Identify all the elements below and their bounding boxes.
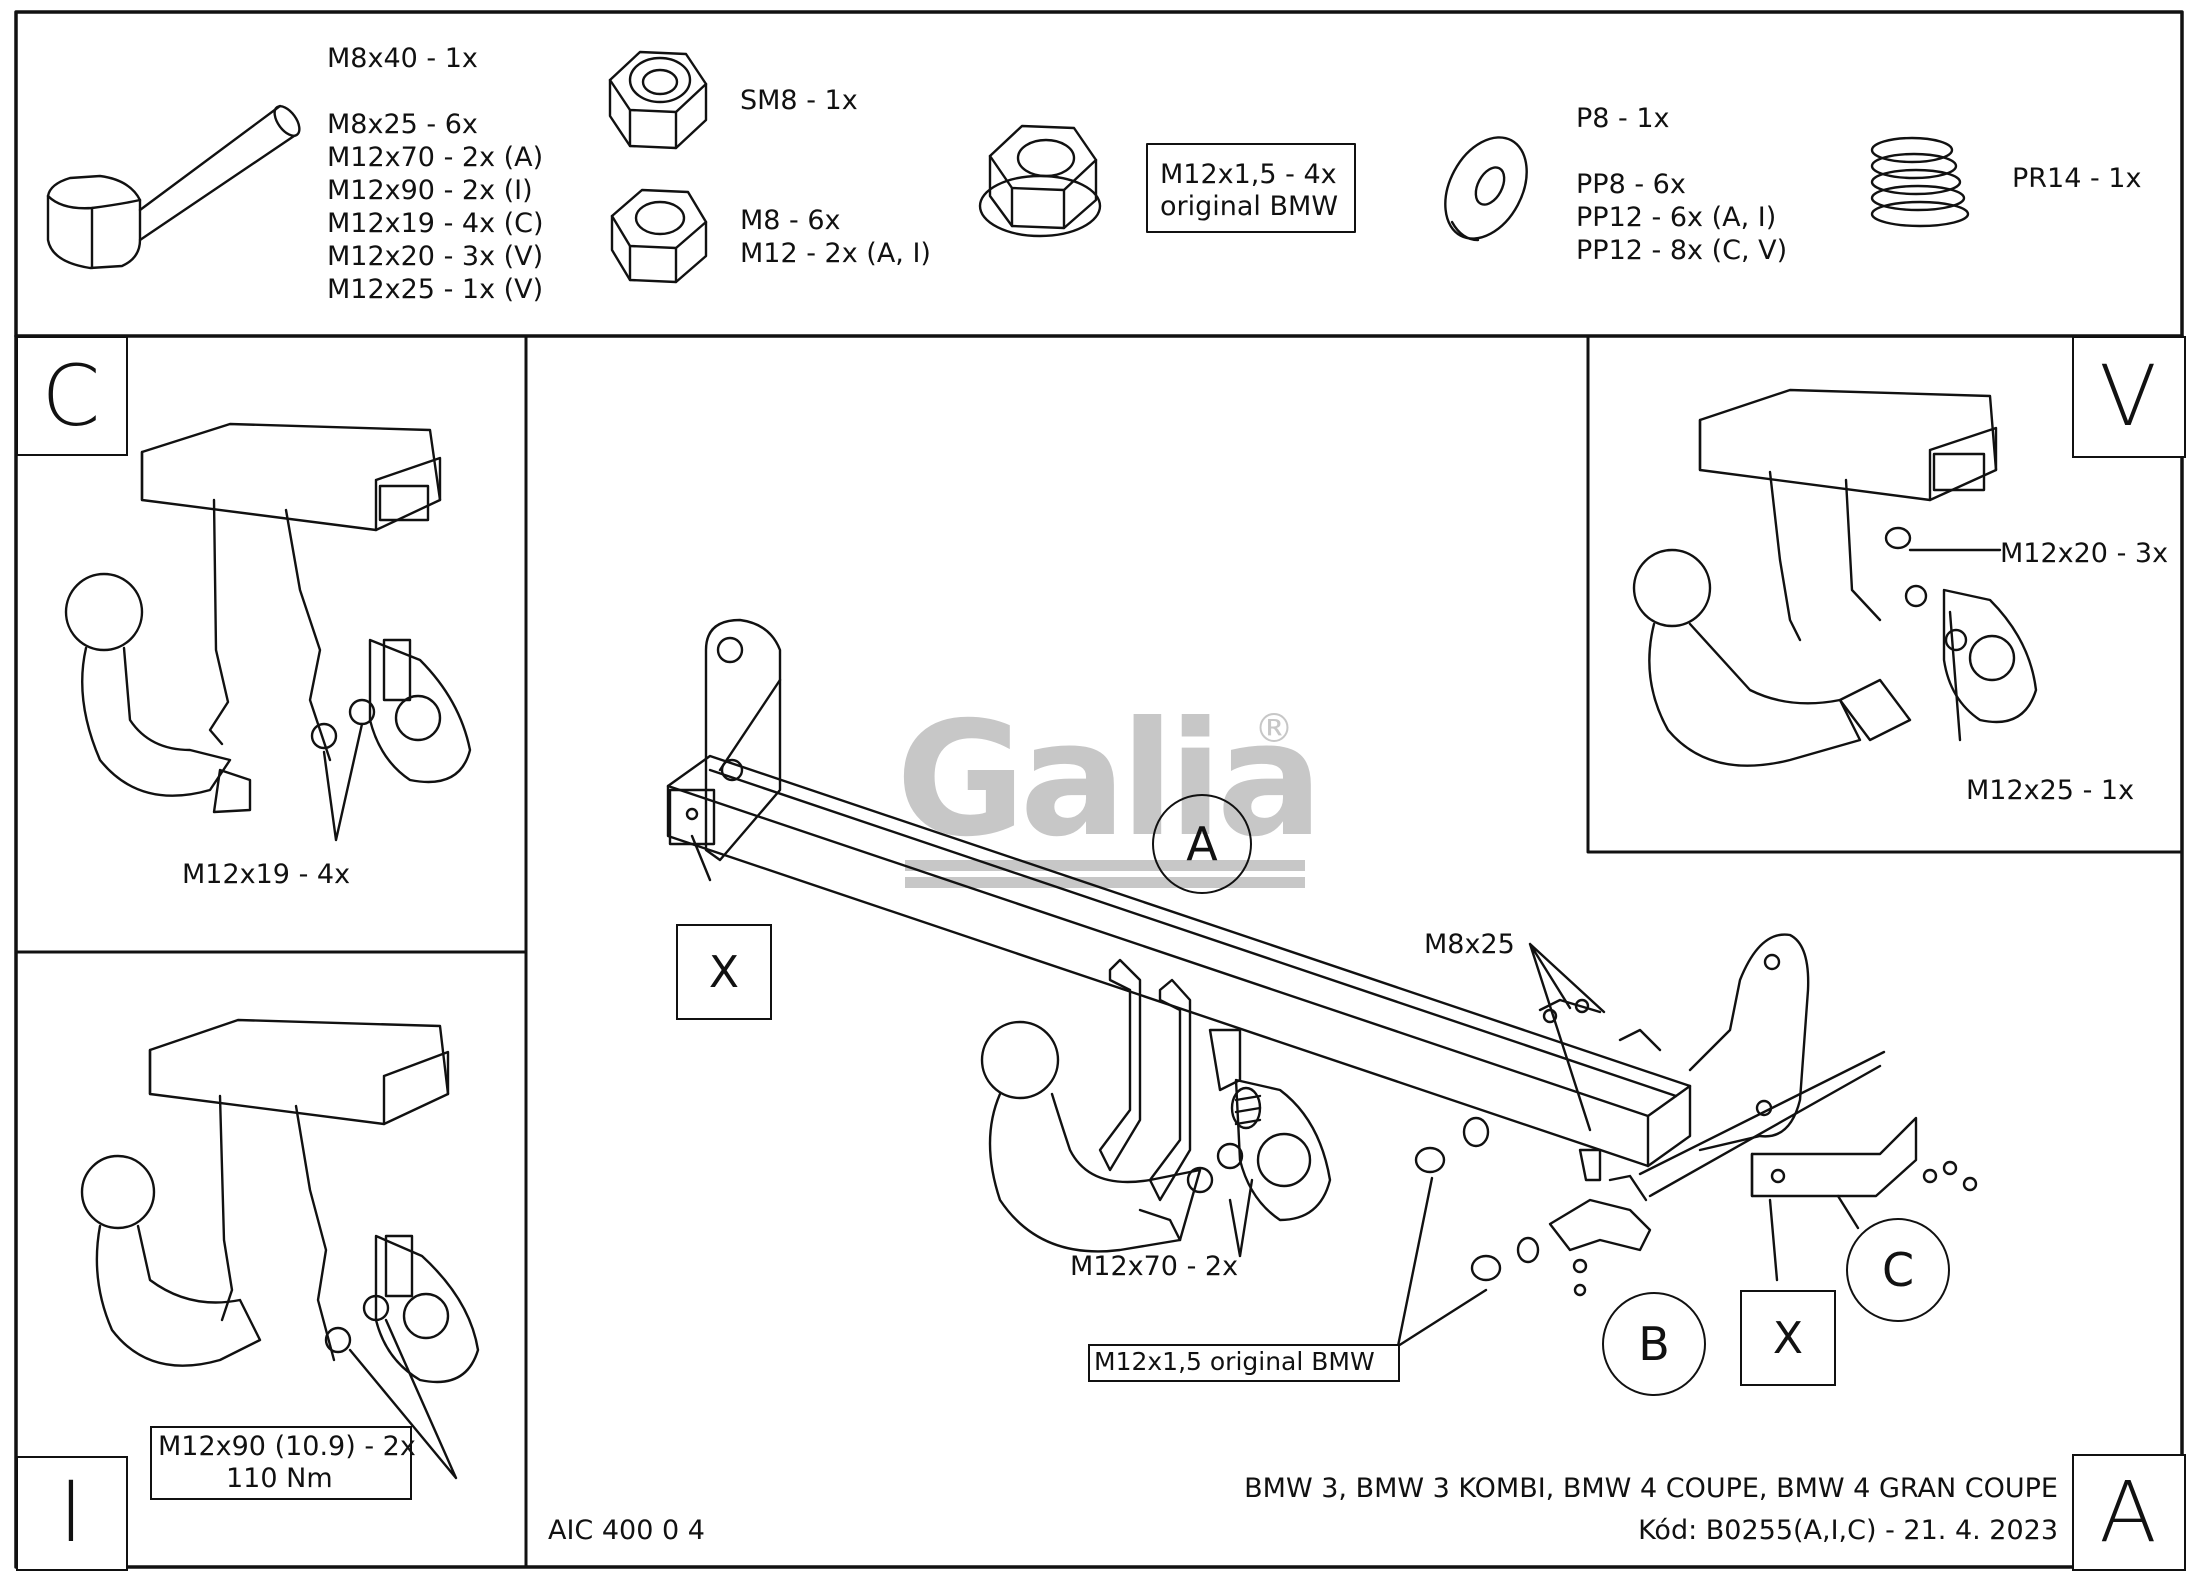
callout-flange: M12x1,5 original BMW [1094, 1347, 1375, 1376]
panel-i-letter: I [58, 1463, 84, 1561]
lock-nut-icon [608, 50, 708, 150]
flange-nut-label-2: original BMW [1160, 191, 1339, 222]
locknut-label: SM8 - 1x [740, 85, 858, 116]
panel-c-letter-box [16, 336, 128, 456]
panel-i-torque-1: M12x90 (10.9) - 2x [158, 1431, 416, 1462]
panel-i-torque-box [150, 1426, 412, 1500]
nut-label-2: M12 - 2x (A, I) [740, 238, 931, 269]
brand-underline [905, 860, 1305, 888]
bolt-label-2: M12x70 - 2x (A) [327, 142, 544, 173]
bolt-label-5: M12x20 - 3x (V) [327, 241, 544, 272]
panel-c-letter: C [41, 347, 101, 445]
brand-registered: ® [1254, 706, 1294, 752]
drawing-code: AIC 400 0 4 [548, 1515, 705, 1546]
washer-p8-label: P8 - 1x [1576, 103, 1670, 134]
panel-v-letter: V [2099, 347, 2157, 445]
callout-bubble-c: C [1846, 1218, 1950, 1322]
bolt-m8x40-label: M8x40 - 1x [327, 43, 478, 74]
flange-label-box [1146, 143, 1356, 233]
washer-label-3: PP12 - 8x (C, V) [1576, 235, 1788, 266]
vehicle-models: BMW 3, BMW 3 KOMBI, BMW 4 COUPE, BMW 4 G… [1244, 1473, 2058, 1504]
spring-icon [1870, 136, 1970, 228]
nut-label-1: M8 - 6x [740, 205, 841, 236]
brand-watermark: Galia [896, 688, 1323, 872]
washer-label-1: PP8 - 6x [1576, 169, 1686, 200]
washer-label-2: PP12 - 6x (A, I) [1576, 202, 1777, 233]
panel-v-callout-2: M12x25 - 1x [1966, 775, 2135, 806]
callout-m8x25: M8x25 [1424, 929, 1515, 960]
callout-bubble-a: A [1152, 794, 1252, 894]
bolt-icon [46, 104, 301, 270]
revision-code: Kód: B0255(A,I,C) - 21. 4. 2023 [1638, 1515, 2058, 1546]
spring-label: PR14 - 1x [2012, 163, 2142, 194]
callout-m12x70: M12x70 - 2x [1070, 1251, 1239, 1282]
panel-v-border [1586, 334, 2184, 854]
hex-nut-icon [610, 188, 708, 284]
panel-c-sketch [64, 422, 472, 842]
bolt-label-4: M12x19 - 4x (C) [327, 208, 544, 239]
detail-x-left: X [676, 924, 772, 1020]
panel-i-sketch [80, 1018, 480, 1480]
sheet-letter: A [2099, 1463, 2157, 1561]
outer-frame [14, 10, 2184, 1569]
flange-nut-label-1: M12x1,5 - 4x [1160, 159, 1337, 190]
sheet-letter-box [2072, 1454, 2186, 1571]
panel-i-letter-box [16, 1456, 128, 1571]
detail-x-right: X [1740, 1290, 1836, 1386]
callout-bubble-b: B [1602, 1292, 1706, 1396]
bolt-label-3: M12x90 - 2x (I) [327, 175, 533, 206]
tow-bar-assembly [666, 618, 1978, 1348]
panel-c-callout: M12x19 - 4x [182, 859, 351, 890]
callout-flange-box [1088, 1344, 1400, 1382]
panel-i-torque-2: 110 Nm [226, 1463, 333, 1494]
bolt-label-1: M8x25 - 6x [327, 109, 478, 140]
panel-v-sketch [1632, 388, 2038, 767]
flange-nut-icon [978, 124, 1102, 238]
washer-icon [1444, 136, 1528, 242]
panel-v-letter-box [2072, 336, 2186, 458]
bolt-label-6: M12x25 - 1x (V) [327, 274, 544, 305]
panel-v-callout-1: M12x20 - 3x [2000, 538, 2169, 569]
